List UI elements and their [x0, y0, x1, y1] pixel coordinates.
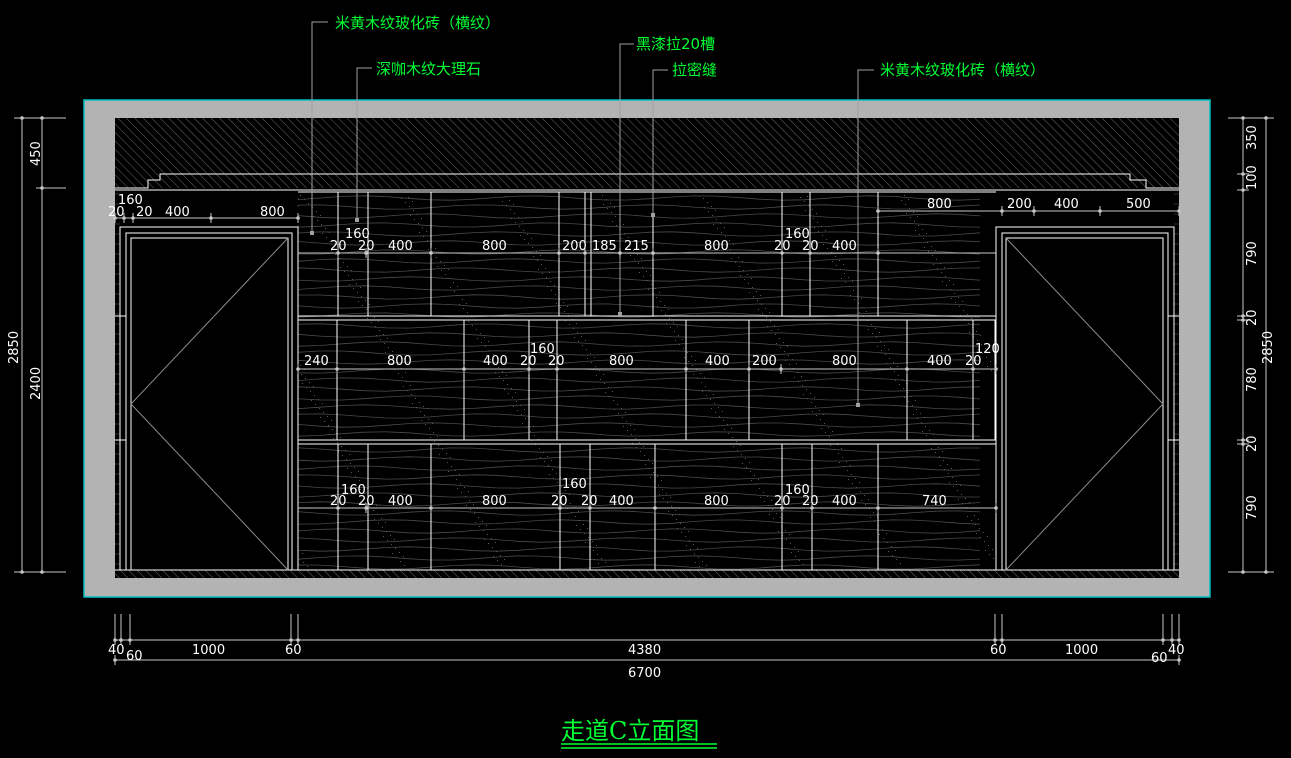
dim-right-0: 350	[1245, 125, 1260, 150]
material-label-5: 米黄木纹玻化砖（横纹）	[880, 61, 1045, 79]
dim-row2-12: 20	[965, 354, 982, 369]
dim-row3-10: 160	[785, 483, 810, 498]
dim-row2-9: 800	[832, 354, 857, 369]
dim-right-2: 790	[1245, 241, 1260, 266]
dim-row1-12: 400	[832, 239, 857, 254]
dim-topleft-4: 800	[260, 205, 285, 220]
dim-left-450: 450	[29, 141, 44, 166]
drawing-title: 走道C立面图	[561, 717, 699, 745]
dim-row1-5: 200	[562, 239, 587, 254]
dim-topleft-2: 20	[136, 205, 153, 220]
material-label-2: 深咖木纹大理石	[376, 60, 481, 78]
dim-bottom-5: 60	[990, 643, 1007, 658]
ceiling-cornice	[115, 173, 1179, 189]
material-label-4: 拉密缝	[672, 61, 717, 79]
dim-row2-1: 800	[387, 354, 412, 369]
dim-bottom-0: 40	[108, 643, 125, 658]
dim-bottom-7: 60	[1151, 651, 1168, 666]
dim-topright-2: 400	[1054, 197, 1079, 212]
dim-row2-8: 200	[752, 354, 777, 369]
dim-row3-13: 400	[832, 494, 857, 509]
dim-row1-4: 800	[482, 239, 507, 254]
dim-row2-0: 240	[304, 354, 329, 369]
dim-topright-0: 800	[927, 197, 952, 212]
dim-row3-4: 800	[482, 494, 507, 509]
dim-row2-6: 800	[609, 354, 634, 369]
dim-row3-3: 400	[388, 494, 413, 509]
floor-hatch	[115, 570, 1179, 578]
dim-row3-8: 400	[609, 494, 634, 509]
dimension-lines	[14, 116, 1274, 665]
ceiling-hatch	[115, 118, 1179, 188]
dim-row2-2: 400	[483, 354, 508, 369]
dim-row1-11: 20	[802, 239, 819, 254]
dim-row3-5: 160	[562, 477, 587, 492]
dim-right-5: 20	[1245, 435, 1260, 452]
dim-right-1: 100	[1245, 165, 1260, 190]
right-door	[995, 226, 1175, 571]
wood-grain-texture	[115, 193, 1179, 570]
material-label-3: 黑漆拉20槽	[636, 35, 715, 53]
dim-row2-4: 20	[520, 354, 537, 369]
dim-topleft-0: 160	[118, 193, 143, 208]
dim-topright-3: 500	[1126, 197, 1151, 212]
dim-bottom-3: 60	[285, 643, 302, 658]
dim-bottom-2: 1000	[192, 643, 225, 658]
dim-row3-1: 20	[330, 494, 347, 509]
dim-left-2400: 2400	[29, 367, 44, 400]
dim-row3-9: 800	[704, 494, 729, 509]
dim-row1-0: 160	[345, 227, 370, 242]
dim-topleft-1: 20	[108, 205, 125, 220]
dim-row3-7: 20	[581, 494, 598, 509]
dim-bottom-4: 4380	[628, 643, 661, 658]
dim-row3-2: 20	[358, 494, 375, 509]
dim-right-3: 20	[1245, 309, 1260, 326]
dim-row1-7: 215	[624, 239, 649, 254]
leader-dots	[310, 213, 860, 407]
dim-right-2850: 2850	[1261, 331, 1276, 364]
dim-row2-5: 20	[548, 354, 565, 369]
dim-row3-11: 20	[774, 494, 791, 509]
dim-row2-10: 400	[927, 354, 952, 369]
dim-bottom-6: 1000	[1065, 643, 1098, 658]
dim-row1-1: 20	[330, 239, 347, 254]
dim-bottom-1: 60	[126, 649, 143, 664]
dim-topright-1: 200	[1007, 197, 1032, 212]
left-door	[119, 226, 299, 571]
material-label-1: 米黄木纹玻化砖（横纹）	[335, 14, 500, 32]
dim-bottom-8: 40	[1168, 643, 1185, 658]
dim-row1-3: 400	[388, 239, 413, 254]
panel-seams	[115, 315, 1179, 445]
dim-row2-11: 120	[975, 342, 1000, 357]
dim-bottom-total: 6700	[628, 666, 661, 681]
dim-row3-14: 740	[922, 494, 947, 509]
dim-topleft-3: 400	[165, 205, 190, 220]
dim-row1-10: 20	[774, 239, 791, 254]
dim-row2-7: 400	[705, 354, 730, 369]
dim-right-4: 780	[1245, 367, 1260, 392]
dim-row1-8: 800	[704, 239, 729, 254]
dim-row3-6: 20	[551, 494, 568, 509]
dim-row1-6: 185	[592, 239, 617, 254]
dim-right-6: 790	[1245, 495, 1260, 520]
dim-row3-12: 20	[802, 494, 819, 509]
dim-left-2850: 2850	[7, 331, 22, 364]
dim-row3-0: 160	[341, 483, 366, 498]
dim-row2-3: 160	[530, 342, 555, 357]
dim-row1-9: 160	[785, 227, 810, 242]
leader-lines	[311, 21, 874, 405]
dim-row1-2: 20	[358, 239, 375, 254]
